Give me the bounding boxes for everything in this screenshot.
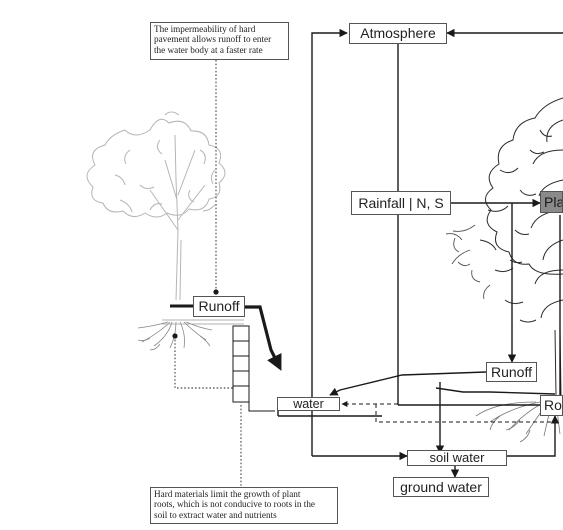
atmosphere-node: Atmosphere <box>349 23 447 44</box>
roots-node: Ro <box>540 395 563 416</box>
hard-materials-note-line: roots, which is not conducive to roots i… <box>154 499 316 510</box>
runoff-left-node: Runoff <box>193 296 245 317</box>
tree-sketch-icon <box>86 111 226 301</box>
pavement-runoff-note-line: pavement allows runoff to enter <box>154 34 272 45</box>
rainfall-node: Rainfall | N, S <box>351 191 451 215</box>
dense-tree-sketch-icon <box>479 97 563 396</box>
plant-node: Pla <box>540 191 563 213</box>
hard-materials-note-line: Hard materials limit the growth of plant <box>154 489 301 499</box>
root-system-icon <box>137 321 213 351</box>
runoff-right-node: Runoff <box>486 362 537 382</box>
pavement-runoff-note-line: The impermeability of hard <box>154 24 256 34</box>
water-node: water <box>277 397 340 411</box>
ground-water-node: ground water <box>393 477 489 497</box>
soil-water-node: soil water <box>407 450 507 466</box>
pavement-runoff-note: The impermeability of hard pavement allo… <box>150 22 289 60</box>
pavement-runoff-note-line: the water body at a faster rate <box>154 44 263 55</box>
hard-materials-note: Hard materials limit the growth of plant… <box>150 487 338 524</box>
hard-materials-note-line: soil to extract water and nutrients <box>154 509 277 520</box>
